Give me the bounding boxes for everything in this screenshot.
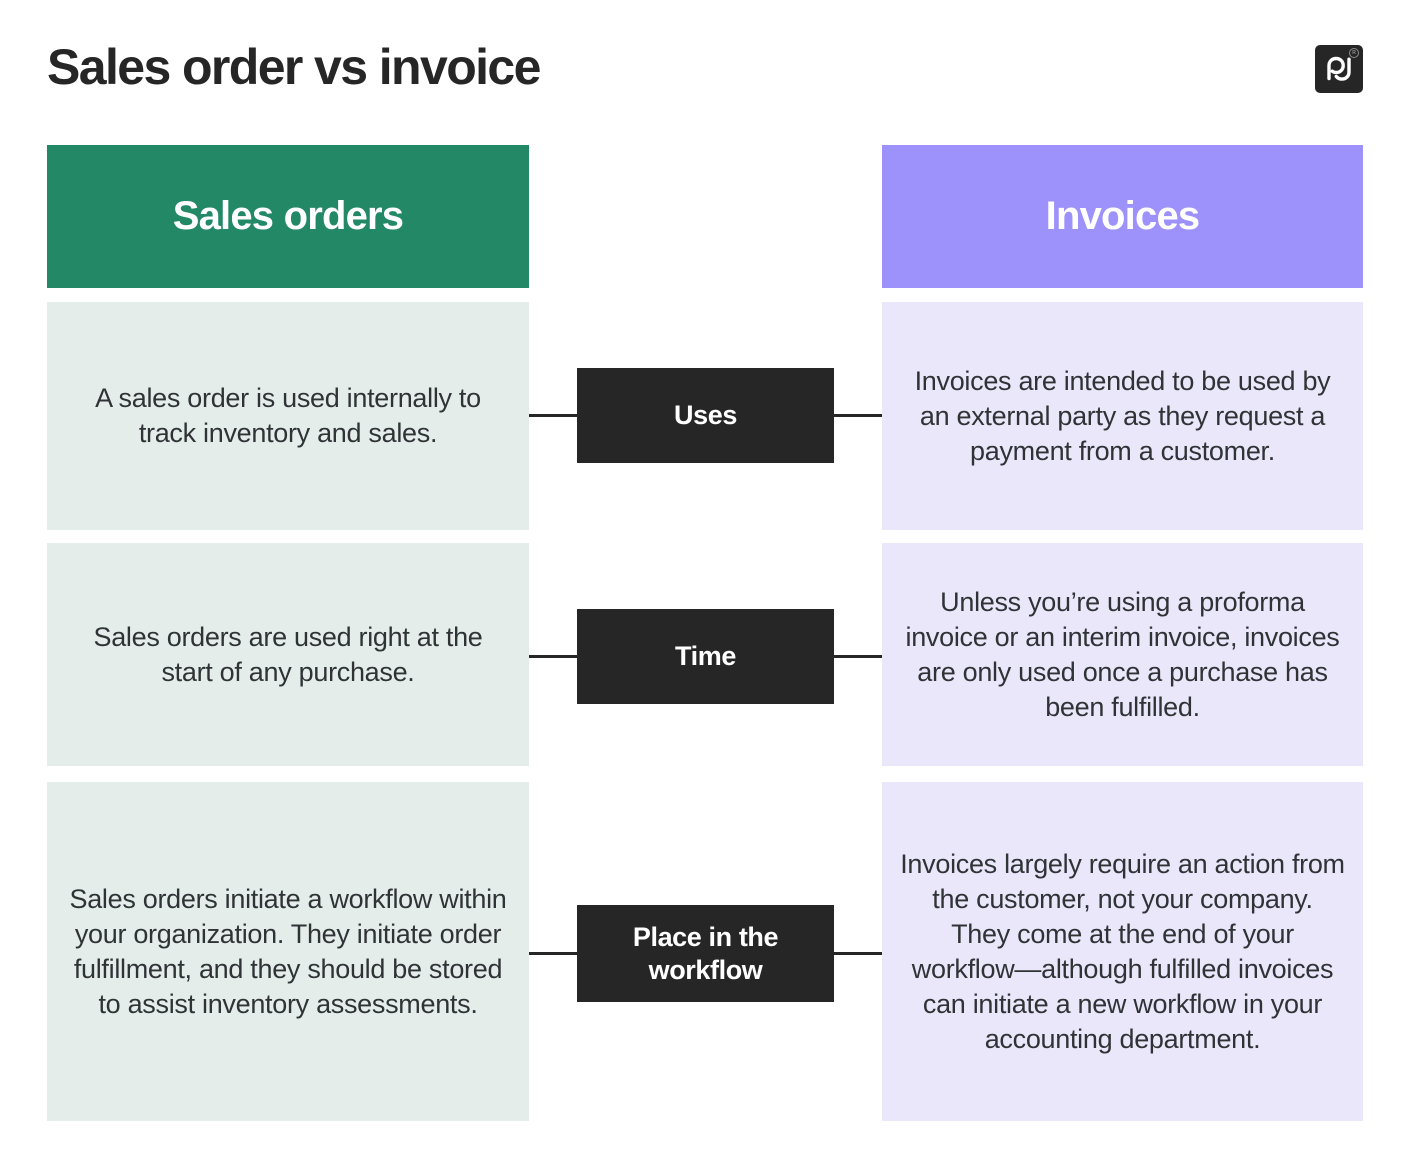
column-header-invoices: Invoices [882, 145, 1363, 288]
cell-text: A sales order is used internally to trac… [95, 383, 481, 448]
pandadoc-logo: R [1315, 45, 1363, 93]
connector-line-left [529, 655, 577, 658]
page-title: Sales order vs invoice [47, 39, 541, 95]
cell-text: Sales orders are used right at the start… [93, 621, 483, 687]
connector-line-left [529, 414, 577, 417]
row-badge-time: Time [577, 609, 834, 704]
connector-line-right [834, 414, 882, 417]
row-badge-label: Uses [674, 400, 737, 430]
cell-right: Invoices largely require an action from … [882, 782, 1363, 1121]
cell-text: Invoices largely require an action from … [900, 848, 1345, 1054]
column-header-sales-orders: Sales orders [47, 145, 529, 288]
row-connector: Time [529, 609, 882, 704]
cell-left: A sales order is used internally to trac… [47, 302, 529, 530]
connector-line-left [529, 952, 577, 955]
cell-text: Sales orders initiate a workflow within … [69, 883, 507, 1019]
row-connector: Place in the workflow [529, 905, 882, 1002]
registered-trademark-icon: R [1349, 48, 1359, 58]
cell-text: Unless you’re using a proforma invoice o… [905, 586, 1340, 722]
column-header-label: Invoices [1045, 194, 1200, 238]
cell-left: Sales orders initiate a workflow within … [47, 782, 529, 1121]
cell-text: Invoices are intended to be used by an e… [914, 365, 1331, 466]
cell-right: Unless you’re using a proforma invoice o… [882, 543, 1363, 766]
pd-monogram-icon [1327, 56, 1351, 81]
connector-line-right [834, 952, 882, 955]
row-badge-uses: Uses [577, 368, 834, 463]
row-badge-label: Time [675, 641, 736, 671]
column-header-label: Sales orders [172, 194, 404, 238]
cell-right: Invoices are intended to be used by an e… [882, 302, 1363, 530]
cell-left: Sales orders are used right at the start… [47, 543, 529, 766]
row-badge-place-in-the-workflow: Place in the workflow [577, 905, 834, 1002]
connector-line-right [834, 655, 882, 658]
row-badge-label: Place in the workflow [632, 921, 779, 985]
page-header: Sales order vs invoice R [0, 0, 1410, 145]
row-connector: Uses [529, 368, 882, 463]
